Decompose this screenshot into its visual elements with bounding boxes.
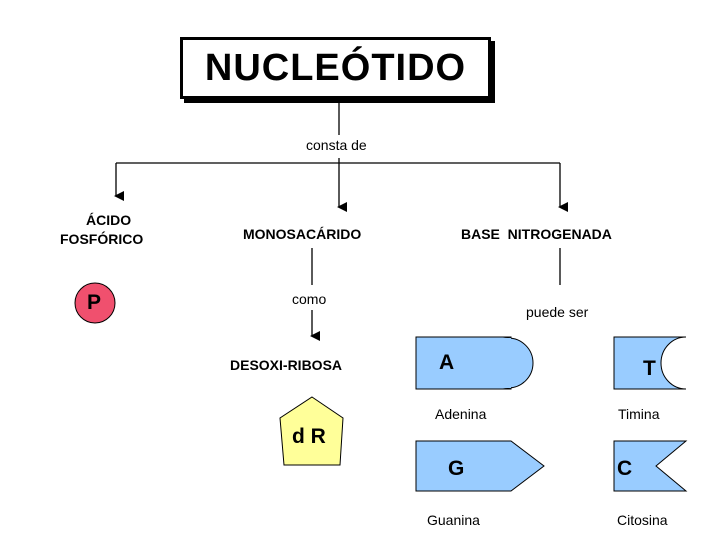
cytosine-name: Citosina — [617, 512, 668, 528]
title-box: NUCLEÓTIDO — [180, 37, 491, 99]
cytosine-symbol: C — [617, 457, 633, 480]
thymine-name: Timina — [618, 406, 660, 422]
thymine-symbol: T — [643, 357, 656, 380]
guanine-name: Guanina — [427, 512, 480, 528]
sugar-symbol: d R — [292, 425, 326, 448]
adenine-symbol: A — [439, 351, 455, 374]
phosphate-symbol: P — [87, 291, 102, 314]
cytosine-shape — [613, 440, 688, 492]
guanine-symbol: G — [448, 457, 465, 480]
acido-label-line2: FOSFÓRICO — [60, 231, 144, 247]
monosacarido-label: MONOSACÁRIDO — [243, 226, 362, 242]
como-label: como — [292, 291, 327, 307]
base-nitrogenada-label: BASE NITROGENADA — [461, 226, 612, 242]
consta-de-label: consta de — [306, 137, 367, 153]
desoxirribosa-label: DESOXI-RIBOSA — [230, 357, 343, 373]
adenine-name: Adenina — [435, 406, 487, 422]
deoxyribose-pentagon — [279, 396, 344, 466]
page-title: NUCLEÓTIDO — [204, 47, 467, 89]
puede-ser-label: puede ser — [526, 304, 589, 320]
acido-label-line1: ÁCIDO — [86, 212, 132, 228]
phosphate-circle — [74, 282, 116, 324]
thymine-shape — [613, 336, 687, 390]
guanine-shape — [415, 440, 545, 492]
adenine-shape — [415, 336, 534, 390]
